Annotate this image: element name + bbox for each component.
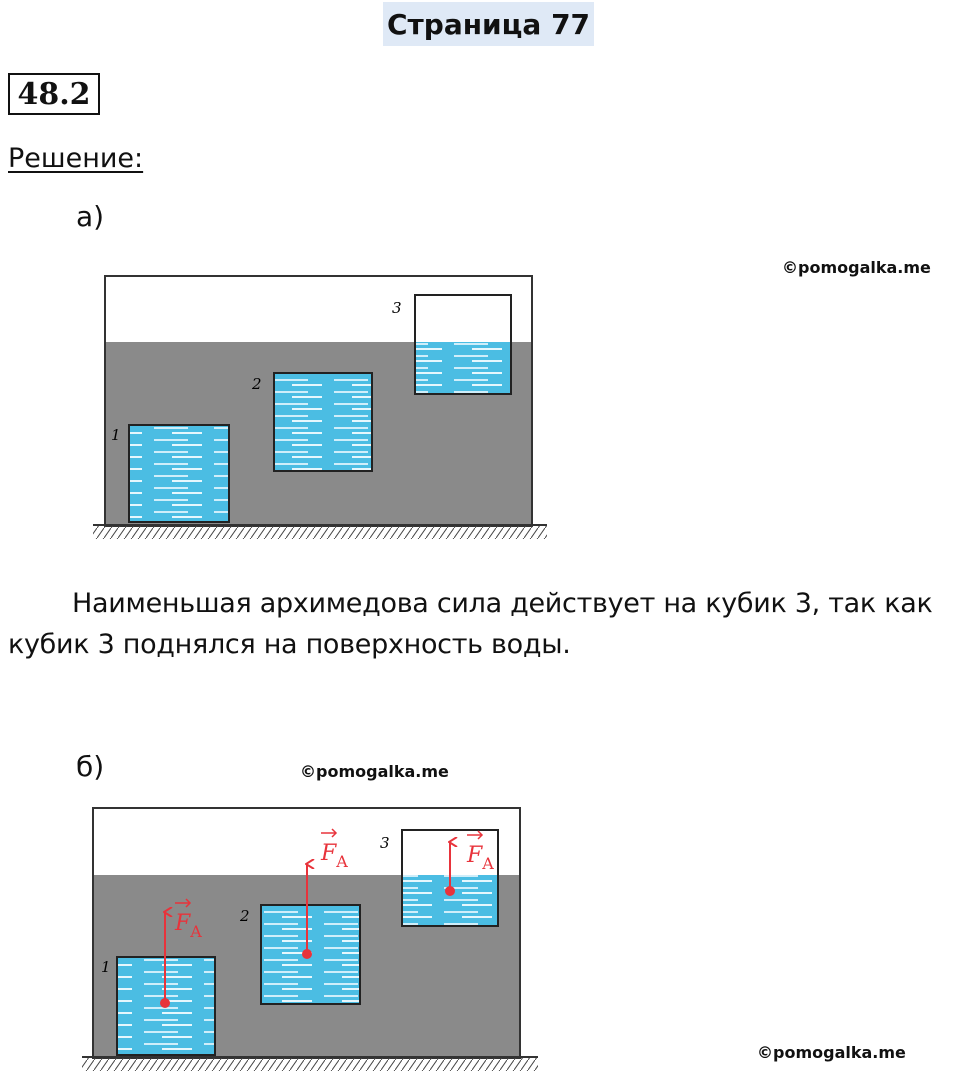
svg-text:FA: FA (320, 841, 348, 871)
task-number: 48.2 (8, 73, 100, 115)
force-arrow-cube-2: FA (302, 828, 348, 959)
svg-text:FA: FA (466, 843, 494, 873)
part-b-label: б) (76, 750, 105, 783)
cube-3-label-a: 3 (392, 299, 402, 317)
force-subscript-2: A (335, 852, 348, 871)
cube-1-a (128, 424, 230, 523)
cube-1-label-a: 1 (111, 426, 121, 444)
force-label-2: F (320, 841, 337, 866)
cube-2-label-a: 2 (251, 375, 262, 393)
force-subscript-3: A (481, 854, 494, 873)
page-title: Страница 77 (383, 2, 595, 46)
figure-a-cubes-diagram: 1 2 3 (93, 275, 547, 539)
ground-hatch-b (82, 1057, 538, 1071)
figure-b-forces-diagram: 1 2 3 FA FA FA (82, 807, 538, 1071)
svg-text:FA: FA (174, 911, 202, 941)
watermark-middle: ©pomogalka.me (300, 762, 449, 781)
force-label-3: F (466, 843, 483, 868)
watermark-top: ©pomogalka.me (782, 258, 931, 277)
cube-3-a (414, 294, 512, 395)
part-a-label: а) (76, 200, 105, 233)
cube-2-label-b: 2 (239, 907, 250, 925)
force-arrow-cube-3: FA (445, 830, 494, 896)
cube-1-label-b: 1 (101, 958, 111, 976)
force-arrow-cube-1: FA (160, 898, 202, 1008)
solution-label: Решение: (8, 143, 144, 174)
answer-text: Наименьшая архимедова сила действует на … (8, 588, 933, 660)
ground-hatch-a (93, 525, 547, 539)
cube-3-label-b: 3 (380, 834, 390, 852)
force-label-1: F (174, 911, 191, 936)
cube-2-a (273, 372, 373, 472)
watermark-bottom: ©pomogalka.me (757, 1043, 906, 1062)
force-subscript-1: A (189, 922, 202, 941)
